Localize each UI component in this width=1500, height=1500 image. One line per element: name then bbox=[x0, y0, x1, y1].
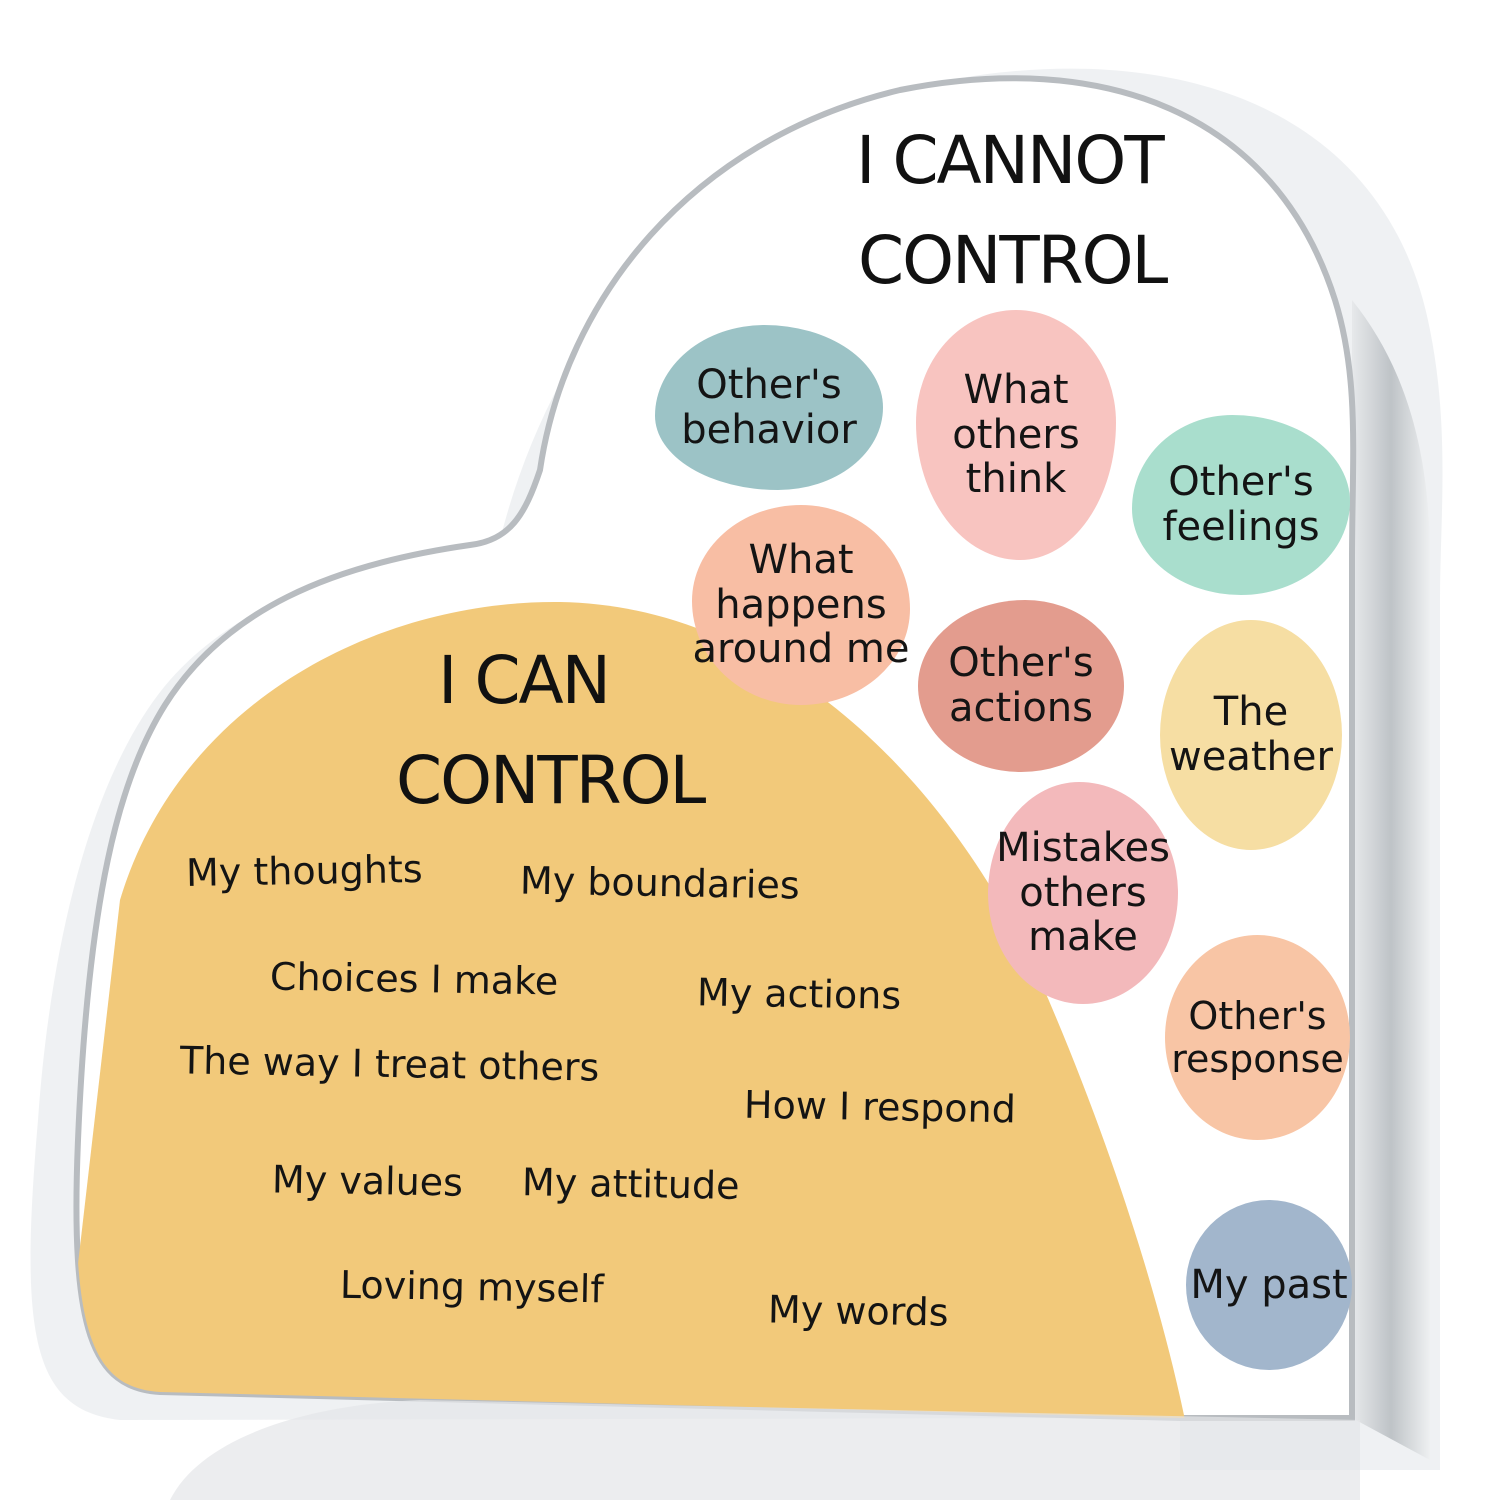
can-title-line2: CONTROL bbox=[396, 742, 706, 819]
acrylic-edge bbox=[1352, 300, 1430, 1460]
cannot-bubble-line: Other's bbox=[948, 640, 1094, 687]
cannot-bubble-line: Mistakes bbox=[996, 824, 1170, 871]
cannot-bubble: My past bbox=[1186, 1200, 1352, 1370]
can-item: My boundaries bbox=[519, 858, 801, 908]
cannot-bubble-line: behavior bbox=[681, 406, 857, 453]
can-control-region bbox=[76, 601, 1185, 1418]
cannot-bubble-line: others bbox=[1019, 869, 1147, 916]
cannot-bubble-line: others bbox=[952, 411, 1080, 458]
cannot-title-line1: I CANNOT bbox=[856, 122, 1165, 199]
cannot-bubble-line: The bbox=[1213, 689, 1289, 736]
can-item: Loving myself bbox=[339, 1262, 605, 1312]
cannot-bubble-line: make bbox=[1028, 914, 1138, 961]
cannot-bubble-line: happens bbox=[715, 581, 887, 628]
cannot-bubble-line: What bbox=[748, 536, 854, 583]
cannot-bubble-line: think bbox=[965, 456, 1067, 503]
can-item: My values bbox=[271, 1157, 464, 1205]
can-item: My words bbox=[767, 1287, 949, 1335]
cannot-bubble-line: weather bbox=[1169, 734, 1333, 780]
cannot-bubble-line: What bbox=[963, 366, 1069, 413]
cannot-bubble-line: around me bbox=[692, 626, 910, 673]
cannot-title-line2: CONTROL bbox=[858, 222, 1168, 299]
can-item: My thoughts bbox=[185, 846, 423, 896]
cannot-bubble-line: feelings bbox=[1162, 504, 1320, 550]
can-item: My attitude bbox=[521, 1160, 740, 1208]
can-item: The way I treat others bbox=[179, 1038, 600, 1090]
can-title-line1: I CAN bbox=[438, 642, 611, 719]
can-item: Choices I make bbox=[269, 954, 559, 1004]
cannot-bubble-line: Other's bbox=[1168, 459, 1314, 506]
cannot-bubble-line: Other's bbox=[696, 361, 842, 408]
cannot-bubble-line: Other's bbox=[1188, 993, 1327, 1038]
can-item: How I respond bbox=[743, 1082, 1017, 1132]
cannot-bubble-line: actions bbox=[949, 685, 1093, 731]
cannot-bubble-line: My past bbox=[1190, 1261, 1348, 1308]
stand-base bbox=[170, 1400, 1360, 1500]
cannot-bubble-line: response bbox=[1171, 1036, 1344, 1081]
can-item: My actions bbox=[696, 970, 902, 1018]
